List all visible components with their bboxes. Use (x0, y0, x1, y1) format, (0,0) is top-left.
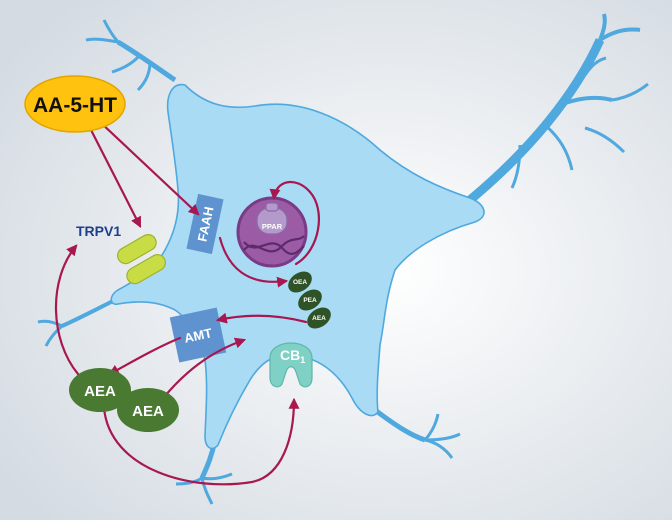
dna-strand-1 (243, 235, 305, 253)
aa5ht-molecule: AA-5-HT (24, 75, 126, 133)
arrow-aea-to-cb1 (102, 397, 300, 486)
nucleus: PPAR (236, 196, 308, 268)
amt-transporter: AMT (169, 307, 227, 363)
faah-label: FAAH (194, 205, 216, 243)
dna-strand-2 (243, 241, 305, 255)
dendrite-lower-right (373, 407, 461, 459)
cb1-label: CB1 (280, 347, 305, 365)
arrow-faah-to-oea (218, 236, 289, 288)
arrow-aa5ht-to-faah (98, 120, 200, 216)
arrow-aea-stack-to-amt (215, 312, 308, 324)
dendrite-upper-left (85, 19, 177, 92)
ppar-receptor (256, 202, 288, 235)
trpv1-label: TRPV1 (76, 223, 121, 239)
pea-label: PEA (303, 297, 317, 304)
oea-pea-aea-stack: OEA PEA AEA (288, 271, 331, 329)
dendrite-lower-left (37, 298, 116, 347)
arrow-nucleus-loop (269, 181, 320, 266)
arrow-aea-to-amt (158, 337, 247, 404)
arrow-aa5ht-to-trpv1 (88, 126, 142, 228)
oea-ellipse (288, 271, 312, 293)
trpv1-channel (117, 234, 166, 285)
aea-extracellular-left: AEA (69, 368, 131, 412)
aea-right-label: AEA (132, 403, 164, 420)
ppar-label: PPAR (262, 222, 283, 231)
oea-label: OEA (293, 279, 307, 286)
cb1-receptor: CB1 (269, 342, 313, 388)
pea-ellipse (298, 289, 322, 311)
aea-left-label: AEA (84, 383, 116, 400)
amt-label: AMT (183, 325, 214, 346)
aea-small-label: AEA (312, 315, 326, 322)
arrow-aea-to-trpv1 (54, 244, 80, 376)
aa5ht-label: AA-5-HT (33, 94, 117, 117)
aea-extracellular-right: AEA (117, 388, 179, 432)
aea-small-ellipse (307, 307, 331, 329)
arrows (54, 120, 320, 486)
dendrite-upper-right (467, 13, 649, 204)
arrow-amt-to-aea (108, 336, 182, 376)
